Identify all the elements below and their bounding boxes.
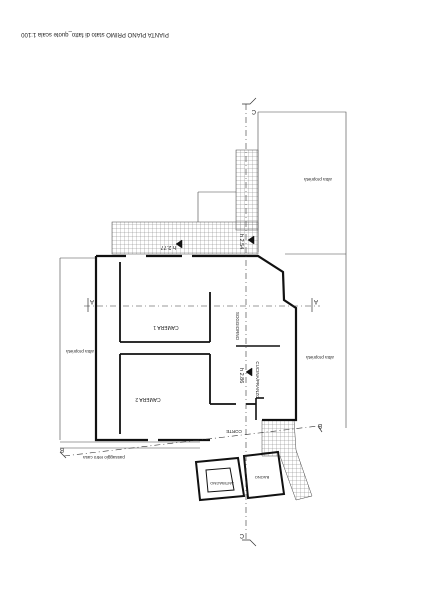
label-camera2: CAMERA 2: [135, 396, 161, 402]
section-lines: [63, 104, 320, 540]
bathroom-block: [194, 450, 286, 502]
section-markers: [59, 97, 323, 547]
height-286: h 2.86: [238, 368, 244, 383]
label-altra-proprieta-top: altra proprietà: [304, 177, 332, 182]
section-mark-c-bottom: C: [239, 532, 244, 538]
section-mark-b-right: B: [318, 422, 322, 428]
neighbour-outlines: [59, 111, 347, 449]
label-altra-proprieta-right: altra proprietà: [306, 355, 334, 360]
label-bagno: BAGNO: [255, 475, 269, 480]
section-mark-c-top: C: [251, 108, 256, 114]
label-cucina: CUCINA/PRANZO: [255, 361, 260, 399]
section-mark-a-left: A: [90, 298, 94, 304]
walls: [94, 254, 298, 442]
hatched-areas: [111, 149, 313, 501]
label-corte: CORTE: [226, 429, 242, 434]
label-altra-proprieta-left: altra proprietà: [66, 349, 94, 354]
label-passaggio: passaggio retro casa: [83, 455, 125, 460]
height-markers: [175, 235, 255, 377]
section-mark-a-right: A: [314, 298, 318, 304]
label-soggiorno: SOGGIORNO: [235, 312, 240, 341]
plan-title: PIANTA PIANO PRIMO stato di fatto_quote …: [21, 31, 169, 37]
height-277: h 2.77: [161, 244, 176, 250]
height-254: h 2.54: [238, 234, 244, 249]
section-mark-b-left: B: [60, 446, 64, 452]
label-antibagno: ANTIBAGNO: [210, 481, 234, 486]
label-camera1: CAMERA 1: [153, 324, 179, 330]
